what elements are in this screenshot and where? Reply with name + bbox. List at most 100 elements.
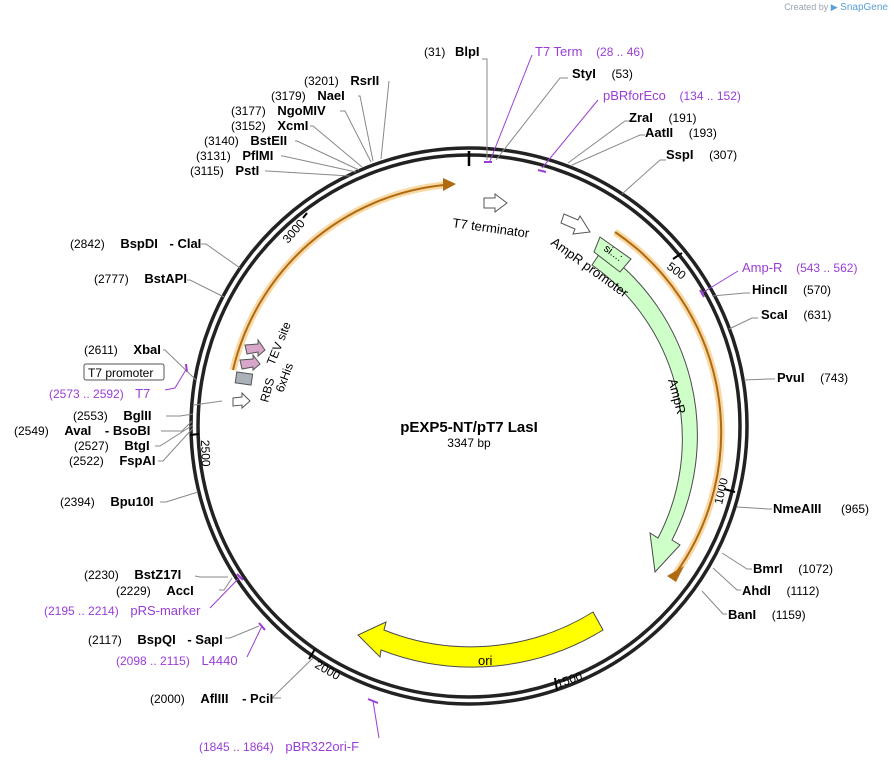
plasmid-name: pEXP5-NT/pT7 LasI: [400, 419, 538, 436]
enzyme-name: ZraI: [629, 110, 653, 125]
enzyme-afliii[interactable]: (2000) AflIII - PciI: [150, 691, 273, 706]
enzyme-sspi[interactable]: SspI (307): [666, 147, 737, 162]
enzyme-name: HincII: [752, 282, 787, 297]
enzyme-name: BspQI: [137, 632, 175, 647]
tick-2500: 2500: [198, 440, 213, 467]
enzyme-name: SspI: [666, 147, 693, 162]
primer-pos: (134 .. 152): [680, 89, 741, 103]
enzyme-bspdi[interactable]: (2842) BspDI - ClaI: [70, 236, 201, 251]
enzyme-bstz17i[interactable]: (2230) BstZ17I: [84, 567, 181, 582]
enzyme-ahdi[interactable]: AhdI (1112): [742, 583, 819, 598]
enzyme-name: NaeI: [317, 88, 344, 103]
enzyme-bmri[interactable]: BmrI (1072): [753, 561, 833, 576]
enzyme-pos: (53): [611, 67, 632, 81]
plasmid-size: 3347 bp: [447, 436, 491, 450]
primer-name: T7: [135, 386, 150, 401]
enzyme-zrai[interactable]: ZraI (191): [629, 110, 696, 125]
enzyme-pos: (3131): [196, 149, 231, 163]
primer-name: pBRforEco: [603, 88, 666, 103]
enzyme-fspai[interactable]: (2522) FspAI: [69, 453, 155, 468]
enzyme-rsrii[interactable]: (3201) RsrII: [304, 73, 379, 88]
enzyme-pos: (2549): [14, 424, 49, 438]
enzyme-pos: (631): [803, 308, 831, 322]
enzyme-scai[interactable]: ScaI (631): [761, 307, 831, 322]
enzyme-naei[interactable]: (3179) NaeI: [271, 88, 345, 103]
enzyme-xcmi[interactable]: (3152) XcmI: [231, 118, 308, 133]
enzyme-avai[interactable]: (2549) AvaI - BsoBI: [14, 423, 150, 438]
primer-pos: (543 .. 562): [796, 261, 857, 275]
enzyme-name: XbaI: [133, 342, 160, 357]
feature-ori: ori: [357, 611, 604, 668]
primer-t7[interactable]: (2573 .. 2592) T7: [49, 386, 150, 401]
enzyme-hincii[interactable]: HincII (570): [752, 282, 831, 297]
primer-labels: T7 Term (28 .. 46) pBRforEco (134 .. 152…: [44, 44, 857, 754]
enzyme-name-alt: - ClaI: [170, 236, 202, 251]
enzyme-styi[interactable]: StyI (53): [572, 66, 633, 81]
enzyme-name: NmeAIII: [773, 501, 821, 516]
enzyme-bpu10i[interactable]: (2394) Bpu10I: [60, 494, 154, 509]
enzyme-pos: (3201): [304, 74, 339, 88]
enzyme-name: PvuI: [777, 370, 804, 385]
enzyme-bstapi[interactable]: (2777) BstAPI: [94, 271, 187, 286]
enzyme-name: BglII: [123, 408, 151, 423]
credit-brand: SnapGene: [840, 2, 888, 13]
enzyme-name: AhdI: [742, 583, 771, 598]
primer-pos: (1845 .. 1864): [199, 740, 274, 754]
enzyme-pos: (743): [820, 371, 848, 385]
enzyme-pflmi[interactable]: (3131) PflMI: [196, 148, 273, 163]
enzyme-xbai[interactable]: (2611) XbaI: [84, 342, 161, 357]
primer-t7-term[interactable]: T7 Term (28 .. 46): [535, 44, 644, 59]
enzyme-name: BmrI: [753, 561, 783, 576]
primer-name: pRS-marker: [130, 603, 201, 618]
enzyme-pos: (3115): [190, 164, 224, 178]
enzyme-name: PstI: [235, 163, 259, 178]
enzyme-bglii[interactable]: (2553) BglII: [73, 408, 151, 423]
enzyme-pos: (965): [841, 502, 869, 516]
enzyme-bsteii[interactable]: (3140) BstEII: [204, 133, 287, 148]
enzyme-aatii[interactable]: AatII (193): [645, 125, 717, 140]
enzyme-name: RsrII: [350, 73, 379, 88]
enzyme-pos: (2000): [150, 692, 185, 706]
primer-pbr322ori-f[interactable]: (1845 .. 1864) pBR322ori-F: [199, 739, 359, 754]
t7-promoter-box[interactable]: T7 promoter: [83, 363, 165, 381]
enzyme-bspqi[interactable]: (2117) BspQI - SapI: [88, 632, 223, 647]
rbs-label: RBS: [257, 376, 277, 403]
primer-pbrforeco[interactable]: pBRforEco (134 .. 152): [603, 88, 741, 103]
enzyme-name: BstAPI: [144, 271, 187, 286]
orf-arcs: [229, 178, 725, 582]
enzyme-pos: (570): [803, 283, 831, 297]
enzyme-labels: (31) BlpI StyI (53) ZraI (191) AatII (19…: [14, 44, 869, 706]
tick-marks: [189, 212, 736, 691]
primer-amp-r[interactable]: Amp-R (543 .. 562): [742, 260, 857, 275]
enzyme-nmeaiii[interactable]: NmeAIII (965): [773, 501, 869, 516]
primer-l4440[interactable]: (2098 .. 2115) L4440: [116, 653, 238, 668]
enzyme-pos: (2842): [70, 237, 105, 251]
primer-prs-marker[interactable]: (2195 .. 2214) pRS-marker: [44, 603, 201, 618]
primer-pos: (2098 .. 2115): [116, 654, 190, 668]
enzyme-bani[interactable]: BanI (1159): [728, 607, 806, 622]
enzyme-name: ScaI: [761, 307, 788, 322]
enzyme-acci[interactable]: (2229) AccI: [116, 583, 194, 598]
feature-t7-promoter-arrow: [232, 391, 251, 410]
enzyme-pvui[interactable]: PvuI (743): [777, 370, 848, 385]
enzyme-btgi[interactable]: (2527) BtgI: [74, 438, 150, 453]
enzyme-pos: (2553): [73, 409, 108, 423]
enzyme-pos: (3179): [271, 89, 306, 103]
enzyme-name: AatII: [645, 125, 673, 140]
feature-t7-terminator: T7 terminator: [452, 193, 531, 241]
primer-pos: (28 .. 46): [596, 45, 644, 59]
enzyme-name: Bpu10I: [110, 494, 153, 509]
enzyme-ngomiv[interactable]: (3177) NgoMIV: [231, 103, 326, 118]
enzyme-name: AflIII: [200, 691, 228, 706]
enzyme-name: BtgI: [124, 438, 149, 453]
enzyme-pos: (3177): [231, 104, 266, 118]
credit-prefix: Created by: [784, 2, 829, 12]
enzyme-blpi[interactable]: (31) BlpI: [424, 44, 480, 59]
t7-terminator-label: T7 terminator: [452, 215, 531, 241]
snapgene-credit: Created by ▶ SnapGene: [784, 2, 888, 13]
enzyme-name: BstEII: [250, 133, 287, 148]
enzyme-pos: (1112): [787, 584, 820, 598]
tick-1500: 1500: [554, 669, 584, 691]
enzyme-psti[interactable]: (3115) PstI: [190, 163, 259, 178]
